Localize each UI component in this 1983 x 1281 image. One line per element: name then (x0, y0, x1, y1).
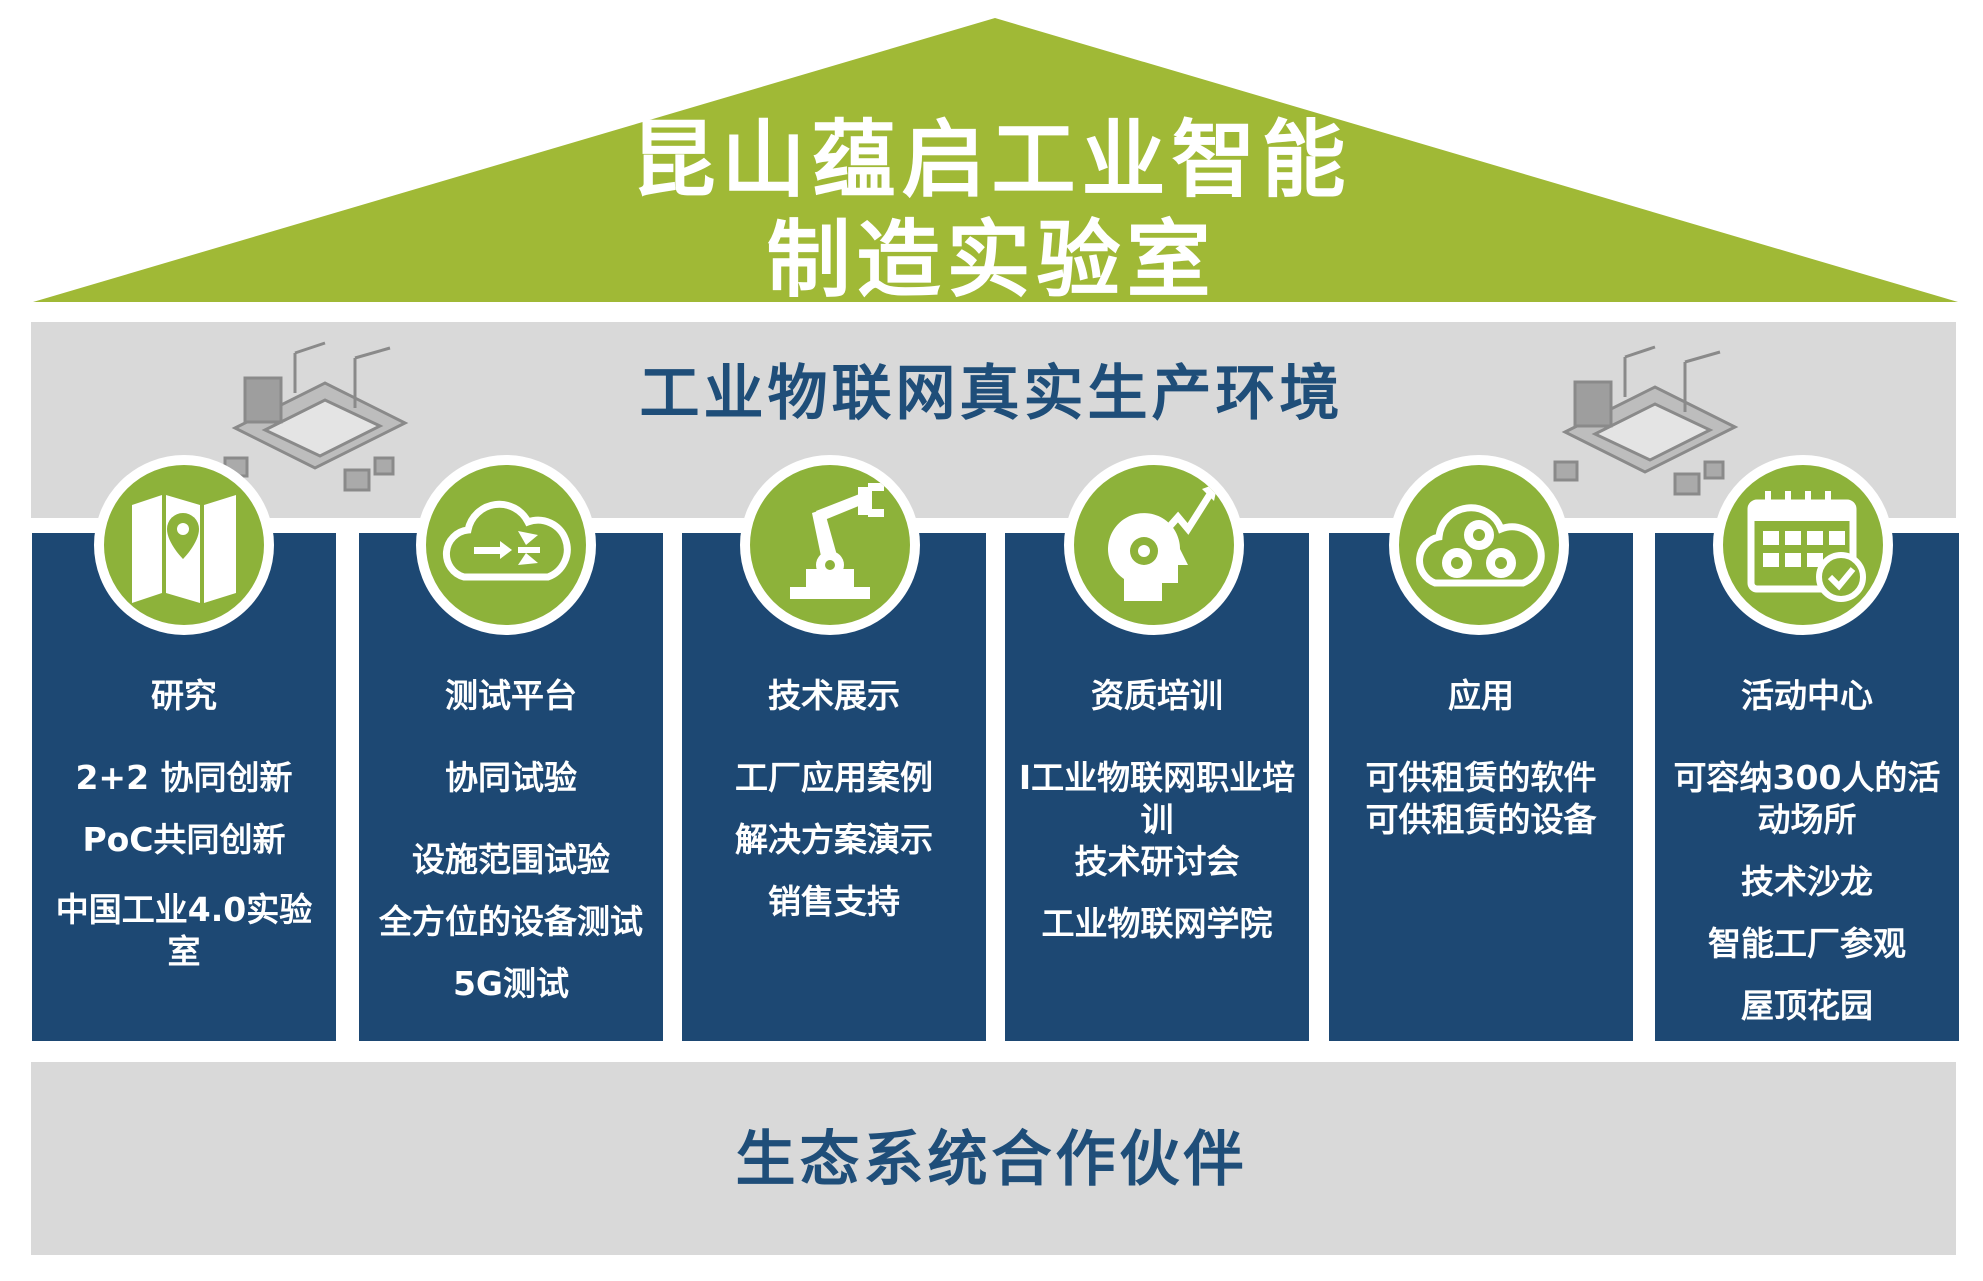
pillar-item: 可供租赁的设备 (1365, 800, 1597, 839)
pillar-item: 屋顶花园 (1741, 986, 1873, 1025)
pillar-item: 可容纳300人的活动场所 (1673, 758, 1941, 839)
pillar-item: 销售支持 (768, 882, 900, 921)
roof-title-line-1: 昆山蕴启工业智能 (631, 111, 1352, 209)
map-pin-icon (94, 455, 274, 635)
pillar-item: 技术研讨会 (1074, 842, 1240, 881)
pillar-item: 解决方案演示 (735, 820, 933, 859)
pillar-item: 设施范围试验 (412, 840, 610, 879)
pillar-item: 工业物联网学院 (1041, 904, 1273, 943)
cloud-arrows-icon (416, 455, 596, 635)
ecosystem-band (31, 1062, 1956, 1255)
pillar-research: 研究 2+2 协同创新 PoC共同创新 中国工业4.0实验室 (32, 533, 336, 1041)
pillar-item: 技术沙龙 (1741, 862, 1873, 901)
pillar-item: 协同试验 (445, 758, 577, 797)
pillar-item: 2+2 协同创新 (75, 758, 293, 797)
pillar-title: 资质培训 (1091, 676, 1223, 715)
pillar-training: 资质培训 I工业物联网职业培训 技术研讨会 工业物联网学院 (1005, 533, 1309, 1041)
factory-illustration-left-icon (223, 341, 409, 492)
ecosystem-title: 生态系统合作伙伴 (735, 1125, 1248, 1195)
pillar-item: 中国工业4.0实验室 (55, 890, 313, 971)
pillar-item: 全方位的设备测试 (379, 902, 643, 941)
pillar-title: 活动中心 (1741, 676, 1873, 715)
pillar-item: PoC共同创新 (82, 820, 286, 859)
pillar-title: 测试平台 (445, 676, 577, 715)
robot-arm-icon (740, 455, 920, 635)
cloud-gears-icon (1389, 455, 1569, 635)
pillar-item: 智能工厂参观 (1708, 924, 1906, 963)
roof-title-line-2: 制造实验室 (766, 211, 1217, 309)
pillar-item: 工厂应用案例 (735, 758, 933, 797)
pillar-item: I工业物联网职业培训 (1018, 758, 1296, 839)
pillar-item: 5G测试 (452, 964, 570, 1003)
environment-title: 工业物联网真实生产环境 (639, 359, 1344, 429)
head-gear-growth-icon (1064, 455, 1244, 635)
pillar-title: 研究 (151, 676, 217, 715)
pillar-item: 可供租赁的软件 (1365, 758, 1597, 797)
pillar-title: 应用 (1448, 676, 1514, 715)
pillar-title: 技术展示 (768, 676, 900, 715)
calendar-check-icon (1713, 455, 1893, 635)
roof-triangle (33, 18, 1958, 302)
factory-illustration-right-icon (1553, 345, 1739, 496)
